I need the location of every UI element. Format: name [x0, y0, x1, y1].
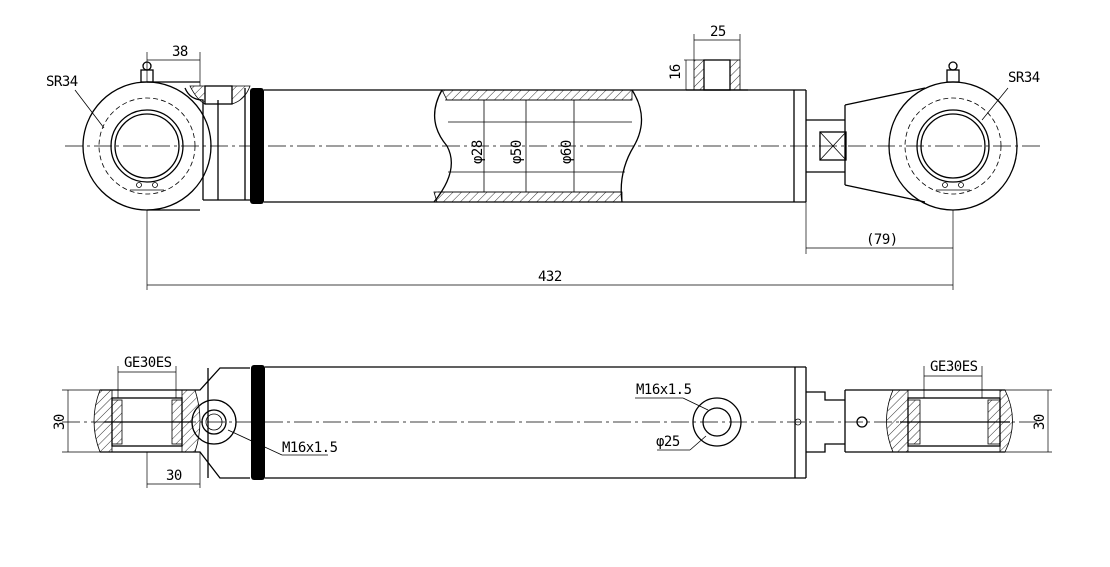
left-eye-side [93, 367, 250, 479]
dim-432-label: 432 [538, 269, 562, 285]
dia-60-label: φ60 [559, 140, 575, 164]
bearing-right-label: GE30ES [930, 359, 978, 375]
top-view: SR34 φ28 φ50 φ60 [46, 24, 1040, 290]
port-right-label: M16x1.5 [636, 382, 692, 398]
right-port-side [692, 397, 742, 447]
port-dia-label: φ25 [656, 434, 680, 450]
bottom-view: GE30ES GE30ES 30 30 30 M16x1.5 [52, 355, 1052, 488]
port-left-label: M16x1.5 [282, 440, 338, 456]
rod-side [806, 391, 845, 453]
top-dimensions: 38 25 16 (79) 432 [146, 24, 954, 290]
right-grease-nipple [946, 69, 960, 83]
left-cap-band-side [251, 365, 265, 480]
piston-rod [806, 119, 847, 173]
bottom-dimensions: GE30ES GE30ES 30 30 30 M16x1.5 [52, 355, 1052, 488]
dim-16-label: 16 [668, 64, 684, 80]
dia-28-label: φ28 [470, 140, 486, 164]
dim-25-label: 25 [710, 24, 726, 40]
left-rod-eye: SR34 [46, 61, 251, 211]
bearing-left-label: GE30ES [124, 355, 172, 371]
right-rod-eye: SR34 [844, 61, 1040, 211]
dim-30-left-label: 30 [52, 414, 68, 430]
right-eye-side [844, 389, 1013, 453]
dim-79-label: (79) [866, 232, 898, 248]
sr-left-label: SR34 [46, 74, 78, 90]
barrel: φ28 φ50 φ60 [264, 89, 807, 203]
dim-30-bottom-label: 30 [166, 468, 182, 484]
dim-30-right-label: 30 [1032, 414, 1048, 430]
barrel-side [265, 366, 807, 479]
right-top-port [686, 59, 748, 91]
dia-50-label: φ50 [509, 140, 525, 164]
sr-right-label: SR34 [1008, 70, 1040, 86]
dim-38-label: 38 [172, 44, 188, 60]
left-cap-band [250, 88, 264, 204]
